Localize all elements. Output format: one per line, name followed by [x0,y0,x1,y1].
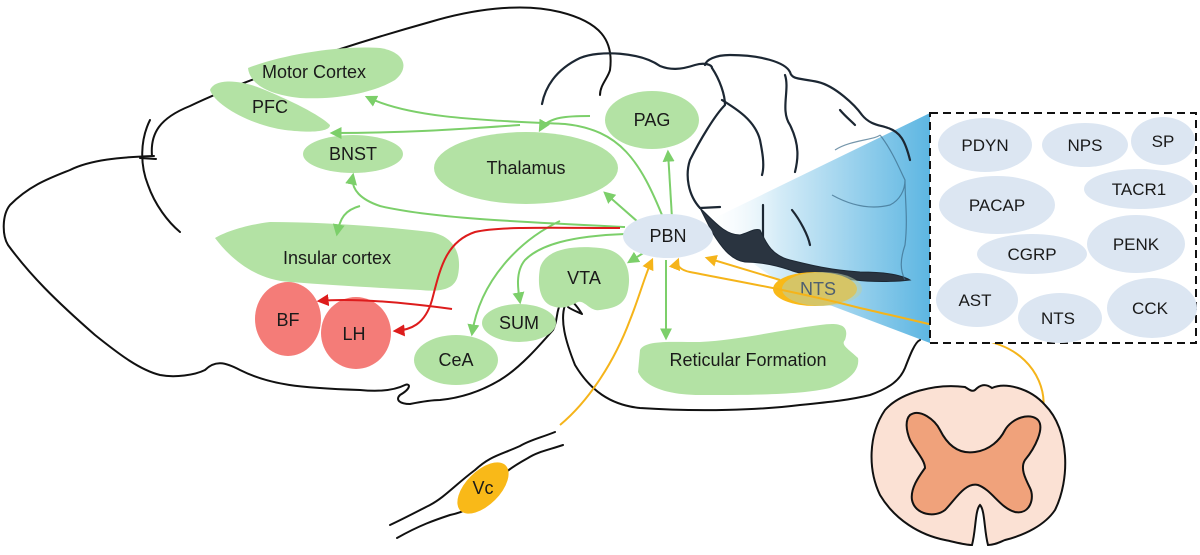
arrow-pbn-to-insular [332,205,361,237]
marker-label: PENK [1113,235,1160,254]
arrow-pbn-to-lh [392,226,621,337]
red-projections [316,226,621,337]
zoom-wedge [700,113,930,343]
marker-label: SP [1152,132,1175,151]
marker-tacr1: TACR1 [1084,169,1194,209]
arrow-pbn-to-sum [512,233,626,305]
region-pfc: PFC [210,81,330,132]
label-insular-cortex: Insular cortex [283,248,391,268]
marker-pacap: PACAP [939,176,1055,234]
markers-panel: PDYN NPS SP PACAP TACR1 CGRP PENK AST NT… [936,117,1197,343]
label-thalamus: Thalamus [486,158,565,178]
region-lh: LH [321,297,391,369]
region-sum: SUM [482,304,556,342]
marker-pdyn: PDYN [938,118,1032,172]
marker-sp: SP [1131,117,1195,165]
arrow-spinal-to-pbn [668,257,1045,421]
label-lh: LH [342,324,365,344]
cortex-inner-border [141,119,181,233]
region-insular-cortex: Insular cortex [215,222,460,291]
spinal-cord-section [870,384,1067,547]
marker-nts: NTS [1018,293,1102,343]
region-pag: PAG [605,91,699,149]
marker-cgrp: CGRP [977,234,1087,274]
region-thalamus: Thalamus [434,132,618,204]
cerebellum-folia-5 [698,205,722,210]
olfactory-boundary [139,157,157,160]
marker-label: PACAP [969,196,1025,215]
marker-label: CCK [1132,299,1169,318]
marker-ast: AST [936,273,1018,327]
arrow-pbn-to-pag [662,149,675,219]
marker-nps: NPS [1042,123,1128,167]
node-pbn: PBN [623,214,713,258]
marker-label: NTS [1041,309,1075,328]
arrow-vc-to-pbn [559,257,654,426]
cerebellum-folia-4 [838,108,857,127]
arrow-pbn-to-bf [316,294,453,310]
node-nts: NTS [773,272,862,306]
label-pbn: PBN [649,226,686,246]
label-cea: CeA [438,350,473,370]
label-reticular-formation: Reticular Formation [669,350,826,370]
arrow-pbn-to-pfc [329,124,521,139]
label-nts: NTS [800,279,836,299]
marker-label: AST [958,291,991,310]
arrow-pbn-to-thalamus [538,115,591,133]
marker-label: NPS [1068,136,1103,155]
cerebellum-folia-2 [720,98,765,177]
marker-cck: CCK [1107,278,1197,338]
label-pfc: PFC [252,97,288,117]
region-cea: CeA [414,335,498,385]
brainstem-outline [562,304,921,412]
label-bf: BF [276,310,299,330]
wedge-folia [831,134,907,281]
region-vta: VTA [538,247,630,311]
cerebellum-outline [703,53,912,162]
region-bf: BF [255,282,321,356]
region-motor-cortex: Motor Cortex [248,47,404,99]
arrow-pbn-to-thalamus-direct [603,191,639,223]
tectum-outline [540,52,714,106]
arrow-nts-to-pbn [704,255,781,281]
yellow-inputs [559,255,1045,426]
marker-label: CGRP [1007,245,1056,264]
cerebellum-folia-3 [783,73,799,174]
label-sum: SUM [499,313,539,333]
region-bnst: BNST [303,135,403,173]
node-vc: Vc [389,431,564,539]
marker-label: TACR1 [1112,180,1166,199]
region-reticular-formation: Reticular Formation [638,323,859,395]
brain-outline [2,6,612,405]
arrow-pbn-to-motor-cortex [364,95,665,221]
cerebellum-folia-1 [686,66,727,210]
marker-label: PDYN [961,136,1008,155]
label-vc: Vc [472,478,493,498]
marker-penk: PENK [1087,215,1185,273]
label-motor-cortex: Motor Cortex [262,62,366,82]
label-pag: PAG [634,110,671,130]
spinal-gray-matter [905,411,1042,516]
label-vta: VTA [567,268,601,288]
label-bnst: BNST [329,144,377,164]
cerebellum-folia-7 [790,208,812,247]
fourth-ventricle-floor [699,207,912,282]
